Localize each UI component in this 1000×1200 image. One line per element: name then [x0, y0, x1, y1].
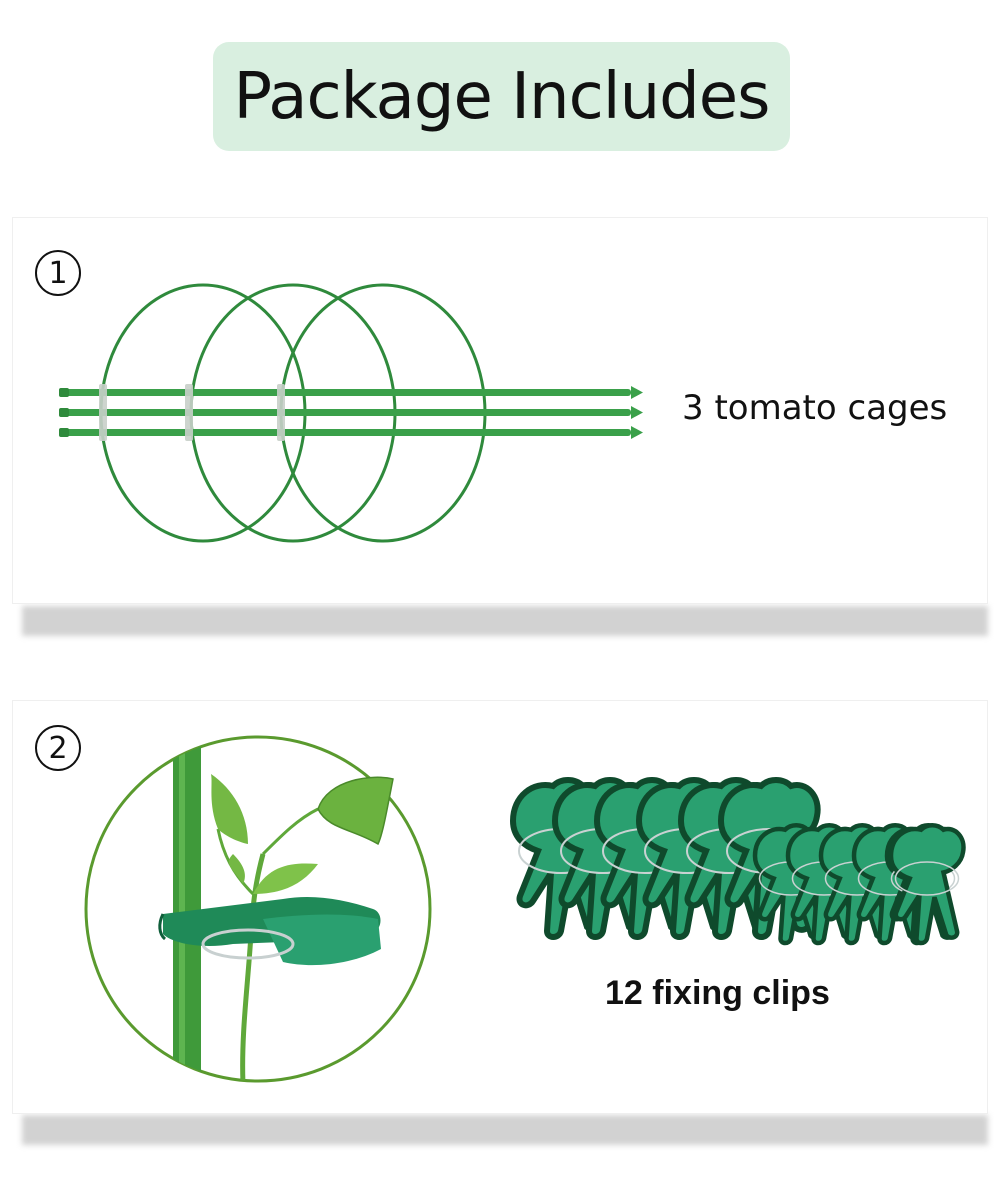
page-title: Package Includes: [233, 59, 771, 134]
item-card-clips: 2: [12, 700, 988, 1114]
clip-on-stake: [158, 897, 381, 966]
fixing-clips-illustration: [493, 771, 963, 951]
clip-group-small: [755, 825, 963, 943]
item-card-cages: 1: [12, 217, 988, 604]
cage-stakes: [59, 384, 643, 441]
item-number-badge: 2: [35, 725, 81, 771]
item-caption: 12 fixing clips: [605, 974, 830, 1012]
clip-in-use-illustration: [84, 735, 432, 1083]
tomato-cages-illustration: [59, 283, 643, 543]
item-caption: 3 tomato cages: [682, 388, 948, 428]
card-shadow: [22, 1115, 988, 1145]
title-banner: Package Includes: [213, 42, 790, 151]
item-number-badge: 1: [35, 250, 81, 296]
card-shadow: [22, 606, 988, 636]
